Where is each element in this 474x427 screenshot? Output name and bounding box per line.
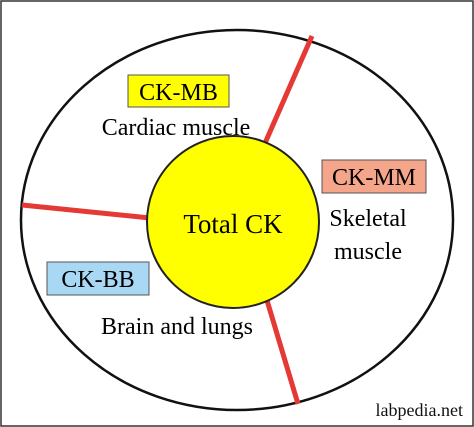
divider-left [21,202,151,221]
center-label: Total CK [183,209,283,239]
divider-bottom [260,286,301,405]
ck-mm-badge [321,159,427,194]
ck-bb-badge-label: CK-BB [61,267,134,293]
watermark-text: labpedia.net [376,400,463,420]
skeletal-label: Skeletal [329,206,407,232]
ck-mb-badge-label: CK-MB [139,80,218,106]
muscle-label: muscle [334,239,402,265]
divider-top [259,34,315,152]
ck-mb-badge [127,74,230,108]
cardiac-muscle-label: Cardiac muscle [102,115,251,141]
ck-bb-badge [46,261,150,296]
ck-mm-badge-label: CK-MM [332,165,416,191]
center-circle [146,135,320,309]
brain-lungs-label: Brain and lungs [101,314,253,340]
